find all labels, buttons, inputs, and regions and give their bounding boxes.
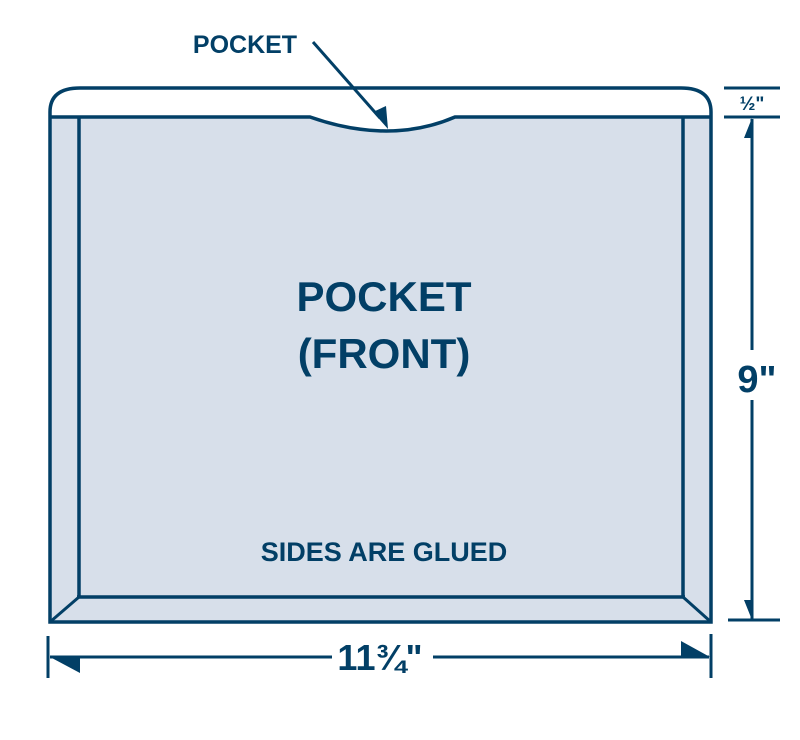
tab-height-dimension: ½": [724, 86, 780, 119]
pocket-edge: [50, 115, 711, 133]
down-arrowhead-icon: [744, 600, 752, 620]
right-arrowhead-icon: [681, 641, 710, 657]
left-arrowhead-icon: [50, 657, 80, 673]
right-corner-bevel: [682, 595, 712, 624]
callout-arrow-line: [311, 41, 382, 119]
height-label: 9": [737, 359, 776, 401]
sides-glued-note: SIDES ARE GLUED: [261, 537, 508, 567]
left-corner-bevel: [49, 595, 80, 624]
up-arrowhead-icon: [744, 118, 752, 138]
tab-height-label: ½": [740, 94, 765, 115]
pocket-callout-label: POCKET: [193, 31, 297, 59]
height-dimension: 9": [728, 118, 780, 622]
callout-arrowhead-icon: [373, 106, 388, 129]
width-label: 11¾": [337, 637, 422, 678]
center-title-line1: POCKET: [296, 273, 471, 320]
width-dimension: 11¾": [46, 634, 713, 678]
center-title-line2: (FRONT): [298, 330, 471, 377]
pocket-body: [48, 86, 713, 624]
tab-outline: [48, 86, 713, 624]
